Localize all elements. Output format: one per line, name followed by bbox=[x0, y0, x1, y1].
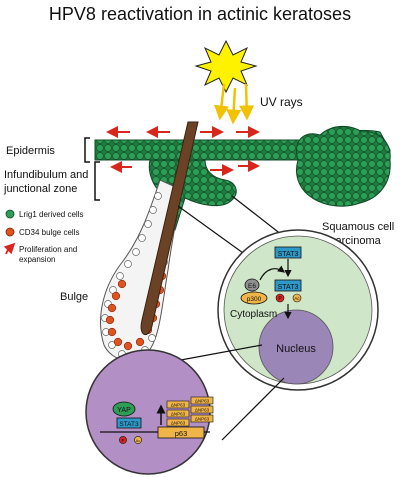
stat3-cytoplasm-top bbox=[274, 246, 302, 259]
p63-gene bbox=[157, 426, 205, 439]
cytoplasm-label: Cytoplasm bbox=[230, 309, 277, 320]
np63-label: ΔNP63 bbox=[195, 408, 210, 413]
nucleus-acetyl-ac-label: Ac bbox=[136, 438, 141, 443]
uv-ray-arrows bbox=[214, 83, 255, 125]
np63-label: ΔNP63 bbox=[195, 417, 210, 422]
epidermis-label: Epidermis bbox=[6, 145, 55, 157]
nucleus-zoom-connectors bbox=[169, 344, 285, 441]
np63-label: ΔNP63 bbox=[171, 412, 186, 417]
proliferation-arrows bbox=[106, 126, 260, 176]
yap-protein bbox=[112, 401, 136, 417]
stat3-cytoplasm-modified bbox=[274, 279, 302, 292]
uv-rays-label: UV rays bbox=[260, 95, 303, 109]
squamous-cell-carcinoma-mass bbox=[296, 125, 391, 207]
zoom-connector-lines bbox=[177, 195, 283, 259]
np63-box bbox=[166, 400, 190, 409]
legend-cd34-label: CD34 bulge cells bbox=[19, 228, 79, 237]
p63-gene-label: p63 bbox=[175, 429, 188, 438]
legend: Lrig1 derived cells CD34 bulge cells Pro… bbox=[3, 209, 83, 264]
infundibulum-bracket bbox=[94, 161, 100, 201]
acetyl-ac-label: Ac bbox=[294, 296, 300, 301]
e6-label: E6 bbox=[248, 283, 256, 290]
bulge-label: Bulge bbox=[60, 291, 88, 303]
hair-shaft bbox=[140, 121, 199, 335]
legend-red-arrow-icon bbox=[3, 242, 16, 255]
np63-protein-boxes: ΔNP63 ΔNP63 ΔNP63 ΔNP63 ΔNP63 ΔNP63 bbox=[166, 396, 214, 427]
epidermis-bracket bbox=[84, 137, 90, 163]
nucleus-phosphorylation-marker bbox=[119, 436, 127, 444]
nucleus-phospho-p-label: P bbox=[121, 438, 124, 443]
nucleus bbox=[258, 309, 334, 385]
infundibulum-label-line1: Infundibulum and bbox=[4, 169, 88, 181]
legend-green-cell-marker bbox=[5, 209, 15, 219]
acetylation-marker bbox=[292, 293, 302, 303]
stat3-top-label: STAT3 bbox=[278, 251, 299, 258]
stat3-nucleus bbox=[116, 417, 142, 429]
phosphorylation-marker bbox=[275, 293, 285, 303]
stat3-nucleus-label: STAT3 bbox=[119, 421, 139, 428]
diagram-title: HPV8 reactivation in actinic keratoses bbox=[49, 4, 351, 24]
np63-box bbox=[166, 418, 190, 427]
p300-acetylation-arrow bbox=[259, 265, 285, 281]
nucleus-acetylation-marker bbox=[134, 436, 142, 444]
infundibulum-label-line2: junctional zone bbox=[3, 183, 77, 195]
yap-label: YAP bbox=[117, 407, 131, 414]
stat3-mid-label: STAT3 bbox=[278, 284, 299, 291]
scc-label-line1: Squamous cell bbox=[322, 221, 394, 233]
sun-icon bbox=[194, 39, 258, 94]
legend-proliferation-label: Proliferation and bbox=[19, 245, 77, 254]
legend-expansion-label: expansion bbox=[19, 255, 55, 264]
np63-label: ΔNP63 bbox=[171, 403, 186, 408]
np63-box bbox=[190, 405, 214, 414]
legend-orange-cell-marker bbox=[5, 227, 15, 237]
p300-label: p300 bbox=[247, 296, 262, 303]
p300-protein bbox=[240, 291, 268, 305]
np63-label: ΔNP63 bbox=[195, 399, 210, 404]
e6-protein bbox=[244, 278, 260, 292]
np63-label: ΔNP63 bbox=[171, 421, 186, 426]
np63-box bbox=[190, 396, 214, 405]
np63-box bbox=[190, 414, 214, 423]
legend-lrig1-label: Lrig1 derived cells bbox=[19, 210, 83, 219]
phospho-p-label: P bbox=[278, 296, 282, 302]
nucleus-label: Nucleus bbox=[276, 343, 316, 355]
np63-box bbox=[166, 409, 190, 418]
